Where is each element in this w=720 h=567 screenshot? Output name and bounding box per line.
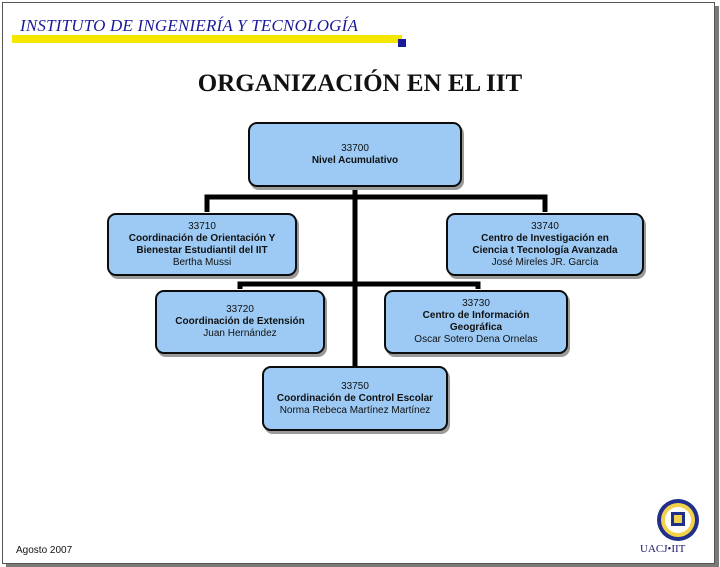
node-name: Centro de Investigación en Ciencia t Tec… — [472, 232, 618, 256]
node-code: 33740 — [531, 220, 559, 232]
node-name: Coordinación de Orientación Y Bienestar … — [128, 232, 276, 256]
header-underline-accent — [398, 39, 406, 47]
node-name: Coordinación de Control Escolar — [276, 392, 434, 404]
university-seal-icon — [657, 499, 699, 541]
node-code: 33720 — [226, 304, 254, 315]
node-name: Coordinación de Extensión — [175, 316, 305, 327]
org-node-33720: 33720 Coordinación de Extensión Juan Her… — [155, 290, 325, 354]
node-name: Nivel Acumulativo — [311, 154, 399, 166]
org-node-root: 33700 Nivel Acumulativo — [248, 122, 462, 187]
node-code: 33750 — [341, 380, 369, 392]
org-node-33730: 33730 Centro de Información Geográfica O… — [384, 290, 568, 354]
node-code: 33700 — [341, 142, 369, 154]
footer-logo-text: UACJ•IIT — [640, 543, 686, 555]
node-person: Juan Hernández — [203, 328, 277, 339]
org-node-33710: 33710 Coordinación de Orientación Y Bien… — [107, 213, 297, 276]
connector-branch-middle — [237, 281, 481, 289]
node-code: 33710 — [188, 220, 216, 232]
connector-branch-top — [204, 194, 548, 212]
node-person: Norma Rebeca Martínez Martínez — [279, 404, 431, 416]
node-person: Oscar Sotero Dena Ornelas — [414, 334, 538, 345]
node-person: José Mireles JR. García — [491, 256, 599, 268]
org-node-33740: 33740 Centro de Investigación en Ciencia… — [446, 213, 644, 276]
institute-header: INSTITUTO DE INGENIERÍA Y TECNOLOGÍA — [20, 16, 359, 35]
page-title: ORGANIZACIÓN EN EL IIT — [197, 70, 523, 97]
node-person: Bertha Mussi — [172, 256, 232, 268]
node-code: 33730 — [462, 298, 490, 309]
header-underline — [12, 35, 402, 43]
org-node-33750: 33750 Coordinación de Control Escolar No… — [262, 366, 448, 431]
node-name: Centro de Información Geográfica — [422, 310, 530, 333]
footer-date: Agosto 2007 — [16, 545, 73, 556]
